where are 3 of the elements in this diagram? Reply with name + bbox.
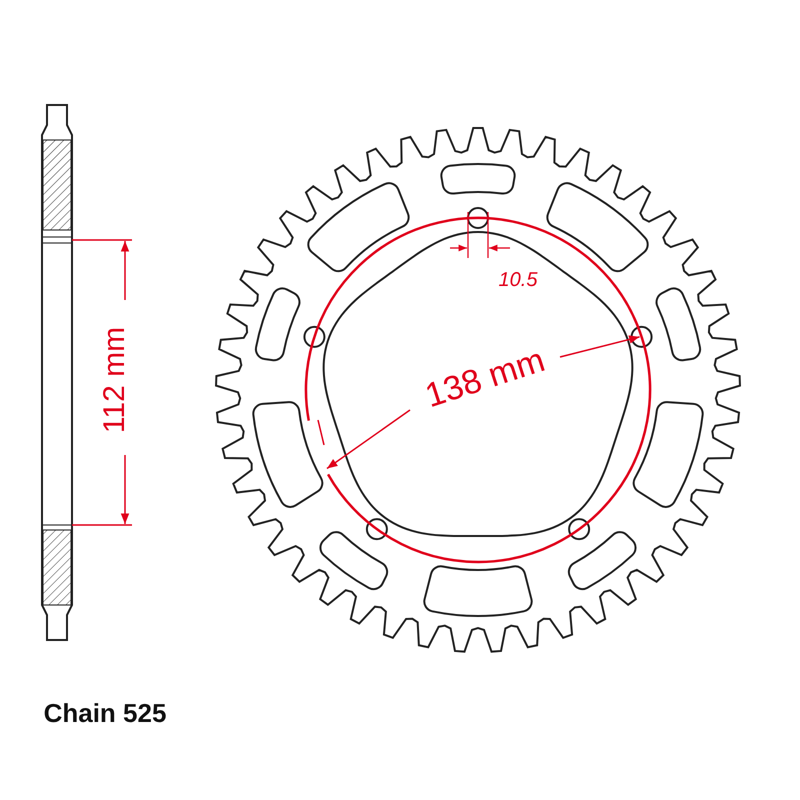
- chain-size-label: Chain 525: [44, 700, 166, 726]
- dimension-label: 112 mm: [100, 326, 130, 434]
- dimension-label: 10.5: [498, 270, 538, 290]
